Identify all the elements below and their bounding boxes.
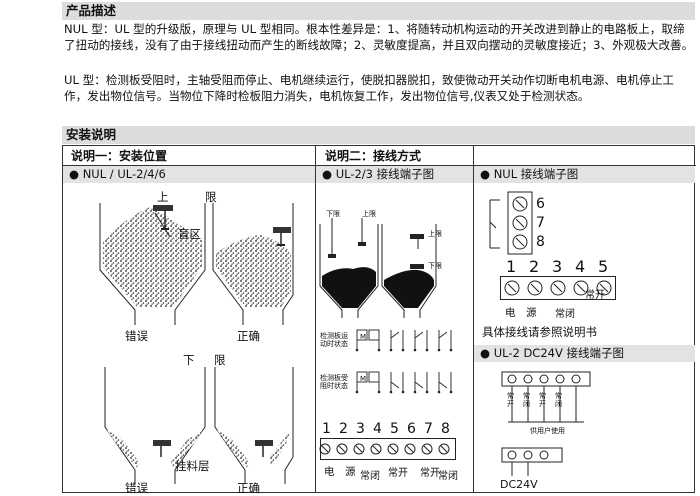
description-paragraph-nul: NUL 型：UL 型的升级版，原理与 UL 型相同。根本性差异是：1、将随转动机…: [64, 22, 694, 52]
subheader-text: NUL 接线端子图: [493, 167, 579, 181]
nul-terminal-number: 5: [598, 257, 609, 276]
ul23-nc-label-2: 常闭: [438, 471, 458, 482]
ul23-upper-limit-tag: 上限: [362, 210, 376, 218]
terminal-number: 3: [356, 421, 365, 437]
lower-limit-label-a: 下: [183, 353, 195, 367]
nul-terminal-numbers: 1 2 3 4 5: [506, 257, 616, 277]
description-paragraph-ul: UL 型：检测板受阻时，主轴受阻而停止、电机继续运行，使脱扣器脱扣，致使微动开关…: [64, 73, 674, 103]
ul23-no-label-1: 常开: [388, 468, 408, 479]
ul23-power-label: 电 源: [324, 466, 356, 478]
user-equipment-label: 供用户使用: [530, 427, 565, 435]
dc-label: 常闭: [555, 392, 562, 408]
nul-terminal-block: [500, 276, 616, 300]
terminal-number: 1: [322, 421, 331, 437]
dc-label: 常闭: [523, 392, 530, 408]
installation-table: 说明一：安装位置 说明二：接线方式 ● NUL / UL-2/4/6 ● UL-…: [62, 145, 696, 493]
blind-zone-label: 盲区: [178, 227, 201, 241]
nul-side-terminal: 7: [536, 215, 545, 231]
nul-side-switch-diagram: [489, 191, 533, 255]
install-position-title: 说明一：安装位置: [71, 149, 168, 163]
ul23-upper-right-tag: 上限: [428, 230, 442, 238]
nul-no-label: 常开: [585, 290, 605, 301]
switch-state-diagram: [355, 329, 453, 394]
correct-label-lower: 正确: [237, 481, 260, 495]
free-state-label: 检测板运动时状态: [320, 332, 348, 348]
subheader-text: UL-2/3 接线端子图: [335, 167, 435, 181]
hang-layer-label: 挂料层: [175, 459, 210, 473]
ul23-terminal-numbers: 1 2 3 4 5 6 7 8: [322, 421, 454, 439]
dc24v-terminal-diagram: [501, 371, 591, 476]
upper-limit-label-a: 上: [157, 190, 169, 204]
wiring-method-title: 说明二：接线方式: [325, 149, 422, 163]
dc-label: 常开: [539, 392, 546, 408]
nul-side-terminal: 8: [536, 234, 545, 250]
silo-diagram-upper: [99, 203, 294, 325]
subheader-ul2-dc24v-terminal: ● UL-2 DC24V 接线端子图: [474, 345, 695, 362]
column-wiring-ul23: [315, 146, 474, 492]
terminal-number: 8: [441, 421, 450, 437]
dc-label: 常开: [507, 392, 514, 408]
dc24v-label: DC24V: [500, 478, 538, 491]
motor-label-free: M: [360, 333, 367, 341]
terminal-number: 6: [407, 421, 416, 437]
subheader-text: NUL / UL-2/4/6: [82, 167, 166, 181]
blocked-state-label: 检测板受阻时状态: [320, 374, 348, 390]
nul-terminal-number: 4: [575, 257, 586, 276]
nul-side-terminal: 6: [536, 196, 545, 212]
lower-limit-label-b: 限: [214, 353, 226, 367]
terminal-number: 2: [339, 421, 348, 437]
terminal-number: 4: [373, 421, 382, 437]
subheader-text: UL-2 DC24V 接线端子图: [493, 346, 624, 360]
section-title-description: 产品描述: [62, 2, 695, 20]
subheader-nul-ul246: ● NUL / UL-2/4/6: [63, 166, 315, 183]
ul23-silo-diagram: [319, 218, 437, 318]
ul23-lower-limit-tag: 下限: [326, 210, 340, 218]
column-install-position: [63, 146, 316, 492]
ul23-nc-label-1: 常闭: [360, 471, 380, 482]
nul-terminal-number: 2: [529, 257, 540, 276]
ul23-no-label-2: 常开: [420, 468, 440, 479]
terminal-number: 7: [424, 421, 433, 437]
subheader-nul-terminal: ● NUL 接线端子图: [474, 166, 695, 183]
upper-limit-label-b: 限: [205, 190, 217, 204]
wrong-label-lower: 错误: [125, 481, 148, 495]
nul-terminal-number: 1: [506, 257, 517, 276]
nul-note: 具体接线请参照说明书: [482, 325, 597, 339]
nul-terminal-number: 3: [552, 257, 563, 276]
motor-label-blocked: M: [360, 375, 367, 383]
section-title-installation: 安装说明: [62, 126, 695, 144]
wrong-label-upper: 错误: [125, 329, 148, 343]
subheader-ul23-terminal: ● UL-2/3 接线端子图: [316, 166, 473, 183]
nul-nc-label: 常闭: [555, 309, 575, 320]
terminal-number: 5: [390, 421, 399, 437]
nul-power-label: 电 源: [505, 307, 537, 319]
silo-diagram-lower: [104, 367, 294, 484]
ul23-lower-right-tag: 下限: [428, 262, 442, 270]
ul23-terminal-block: [319, 438, 456, 460]
correct-label-upper: 正确: [237, 329, 260, 343]
